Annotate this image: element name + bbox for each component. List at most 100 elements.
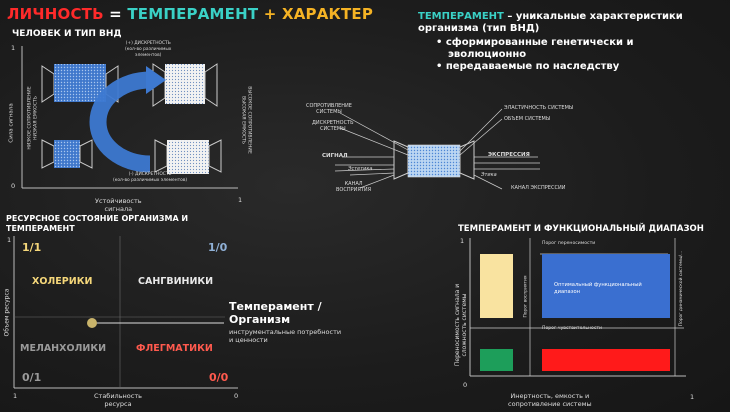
vnd-device-top-right <box>152 63 218 107</box>
range-threshold-transfer: Порог переносимости <box>542 241 596 246</box>
vnd-cycle-arrow <box>89 66 166 173</box>
label-sanguine: САНГВИНИКИ <box>138 276 214 287</box>
sys-label-volume: ОБЪЕМ СИСТЕМЫ <box>504 116 551 122</box>
quad-top-left: 1/1 <box>22 241 42 254</box>
vnd-heading: ЧЕЛОВЕК И ТИП ВНД <box>12 29 122 39</box>
vnd-top-label: (+) ДИСКРЕТНОСТЬ (кол-во различимых элем… <box>125 41 171 59</box>
sys-label-perception-channel-2: ВОСПРИЯТИЯ <box>336 187 372 193</box>
sys-label-resistance-2: СИСТЕМЫ <box>316 109 342 115</box>
range-threshold-sensitivity: Порог чувствительности <box>542 326 603 331</box>
resource-heading: РЕСУРСНОЕ СОСТОЯНИЕ ОРГАНИЗМА И ТЕМПЕРАМ… <box>6 214 188 234</box>
sys-label-discreteness-2: СИСТЕМЫ <box>319 126 346 132</box>
resource-organism-dot <box>87 318 97 328</box>
vnd-right-label-line2: ВЫСОКАЯ ЕМКОСТЬ <box>240 95 246 144</box>
vnd-left-label-line2: НИЗКАЯ ЕМКОСТЬ <box>33 96 39 140</box>
sys-label-perception-channel: КАНАЛ ВОСПРИЯТИЯ <box>336 181 371 193</box>
resource-x-axis-1: Стабильность <box>94 392 142 400</box>
definition-text-1: – уникальные характеристики <box>503 11 683 22</box>
vnd-x-axis-label: Устойчивость сигнала <box>95 197 142 213</box>
system-box <box>407 144 461 178</box>
title-equals: = <box>103 5 128 23</box>
vnd-y-tick-top: 1 <box>11 44 16 52</box>
resource-y-axis-label: Объем ресурса <box>3 288 11 337</box>
system-right-lines <box>459 108 540 190</box>
resource-x-axis-label: Стабильность ресурса <box>94 392 142 408</box>
range-optimal-label: Оптимальный функциональный диапазон <box>554 282 642 296</box>
range-green-block <box>480 349 513 371</box>
resource-heading-1: РЕСУРСНОЕ СОСТОЯНИЕ ОРГАНИЗМА И <box>6 214 189 223</box>
quad-top-right: 1/0 <box>208 241 228 254</box>
resource-callout: Темперамент / Организм <box>229 300 322 326</box>
vnd-device-top-left <box>41 64 119 103</box>
range-y-axis-1: Переносимость сигнала и <box>454 283 462 367</box>
range-threshold-dynamic: Порог динамической системы/... <box>679 250 685 327</box>
resource-callout-sub: инструментальные потребности и ценности <box>229 328 341 344</box>
vnd-left-label: НИЗКОЕ СОПРОТИВЛЕНИЕ НИЗКАЯ ЕМКОСТЬ <box>28 86 40 149</box>
system-left-lines <box>334 112 409 189</box>
sys-label-expression: ЭКСПРЕССИЯ <box>488 152 530 158</box>
label-choleric: ХОЛЕРИКИ <box>32 276 93 287</box>
range-x-axis-1: Инертность, емкость и <box>510 392 590 400</box>
range-red-block <box>542 349 670 371</box>
range-threshold-accept: Порог восприятия <box>523 275 529 318</box>
range-optimal-2: диапазон <box>554 289 581 295</box>
resource-tick-x-right: 0 <box>234 392 239 400</box>
vnd-bottom-label-line1: (-) ДИСКРЕТНОСТЬ <box>128 172 172 177</box>
vnd-top-label-line3: элементов) <box>135 53 162 58</box>
range-blue-block <box>542 254 670 318</box>
resource-callout-2: Организм <box>229 313 291 326</box>
label-phlegmatic: ФЛЕГМАТИКИ <box>136 343 213 354</box>
definition-first-line: ТЕМПЕРАМЕНТ – уникальные характеристики <box>418 11 683 23</box>
vnd-device-bottom-left <box>41 139 93 169</box>
vnd-device-bottom-right <box>154 139 222 174</box>
sys-label-resistance-1: СОПРОТИВЛЕНИЕ <box>306 103 352 109</box>
system-left-funnel <box>393 140 409 180</box>
resource-callout-sub-2: и ценности <box>229 336 268 344</box>
range-optimal-1: Оптимальный функциональный <box>554 282 642 288</box>
vnd-y-axis-label: Сила сигнала <box>8 103 15 143</box>
definition-bullet-1-text: сформированные генетически и <box>445 37 634 48</box>
sys-label-elasticity: ЭЛАСТИЧНОСТЬ СИСТЕМЫ <box>504 105 574 111</box>
definition-term: ТЕМПЕРАМЕНТ <box>418 11 504 22</box>
sys-label-resistance: СОПРОТИВЛЕНИЕ СИСТЕМЫ <box>306 103 352 115</box>
quad-bottom-left: 0/1 <box>22 371 42 384</box>
label-melancholic: МЕЛАНХОЛИКИ <box>20 343 107 354</box>
sys-label-expression-channel: КАНАЛ ЭКСПРЕССИИ <box>511 185 566 191</box>
sys-label-ethics: Этика <box>481 172 497 178</box>
range-tick-origin: 0 <box>463 381 468 389</box>
resource-tick-y: 1 <box>7 236 12 244</box>
title-character: ХАРАКТЕР <box>281 5 374 23</box>
resource-callout-sub-1: инструментальные потребности <box>229 328 342 336</box>
range-chart <box>469 238 686 377</box>
vnd-y-tick-bottom: 0 <box>11 182 16 190</box>
vnd-x-tick-right: 1 <box>238 196 243 204</box>
vnd-right-label-line1: ВЫСОКОЕ СОПРОТИВЛЕНИЕ <box>246 86 252 154</box>
range-x-axis-2: сопротивление системы <box>508 400 592 408</box>
vnd-bottom-label: (-) ДИСКРЕТНОСТЬ (кол-во различимых элем… <box>113 172 187 184</box>
resource-heading-2: ТЕМПЕРАМЕНТ <box>6 224 75 233</box>
range-yellow-block <box>480 254 513 318</box>
definition-bullet-1b: эволюционно <box>448 49 683 61</box>
range-y-axis-2: сложность системы <box>461 293 469 357</box>
resource-x-axis-2: ресурса <box>104 400 132 408</box>
range-tick-x: 1 <box>690 393 695 401</box>
vnd-diagram <box>21 46 238 189</box>
definition-bullet-2-text: передаваемые по наследству <box>445 61 620 72</box>
title-personality: ЛИЧНОСТЬ <box>7 5 104 23</box>
range-y-axis-label: Переносимость сигнала и сложность систем… <box>454 284 468 366</box>
vnd-top-label-line1: (+) ДИСКРЕТНОСТЬ <box>125 41 171 46</box>
title-temperament: ТЕМПЕРАМЕНТ <box>127 5 259 23</box>
quad-bottom-right: 0/0 <box>209 371 229 384</box>
slide-title: ЛИЧНОСТЬ = ТЕМПЕРАМЕНТ + ХАРАКТЕР <box>7 5 373 23</box>
range-x-axis-label: Инертность, емкость и сопротивление сист… <box>508 392 592 408</box>
range-heading: ТЕМПЕРАМЕНТ И ФУНКЦИОНАЛЬНЫЙ ДИАПАЗОН <box>458 224 704 234</box>
sys-label-aesthetics: Эстетика <box>348 166 373 172</box>
sys-label-discreteness: ДИСКРЕТНОСТЬ СИСТЕМЫ <box>312 120 354 132</box>
sys-label-signal: СИГНАЛ <box>322 153 348 159</box>
vnd-bottom-label-line2: (кол-во различимых элементов) <box>113 178 188 183</box>
range-tick-y: 1 <box>460 237 465 245</box>
definition-bullet-1: • сформированные генетически и <box>436 37 634 48</box>
temperament-definition: ТЕМПЕРАМЕНТ – уникальные характеристики … <box>418 11 683 73</box>
definition-bullet-2: • передаваемые по наследству <box>436 61 620 72</box>
